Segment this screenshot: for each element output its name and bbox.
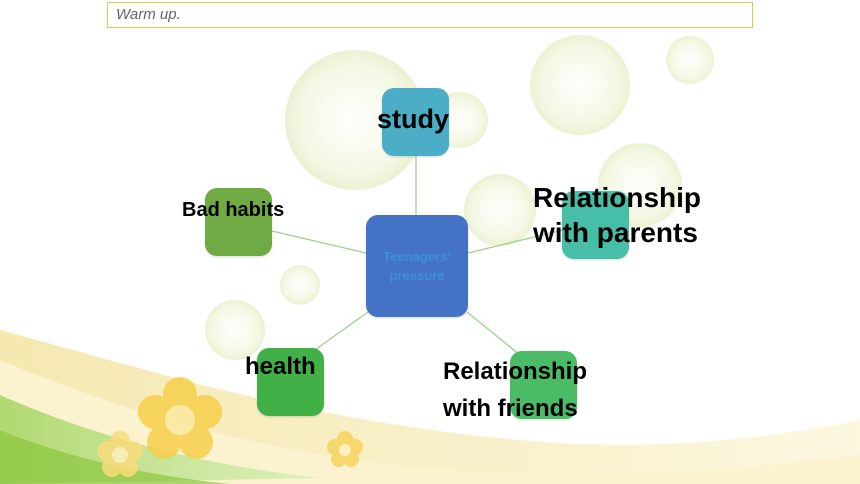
- center-label-line1: Teenagers’: [383, 249, 451, 264]
- connector-parents: [467, 229, 564, 254]
- relationship-parents-node: [562, 191, 629, 259]
- bad-habits-label: Bad habits: [182, 199, 285, 221]
- center-node: Teenagers’ pressure: [366, 215, 468, 317]
- health-label: health: [245, 353, 316, 380]
- study-node: [382, 88, 449, 156]
- relationship-friends-line1: Relationship: [443, 358, 588, 385]
- center-label-line2: pressure: [389, 268, 445, 283]
- relationship-friends-line2: with friends: [443, 395, 578, 422]
- bad-habits-node: [205, 188, 272, 256]
- relationship-parents-line1: Relationship: [533, 182, 702, 213]
- header-title: Warm up.: [116, 6, 181, 23]
- center-node-label: Teenagers’ pressure: [366, 247, 468, 285]
- header-bar: Warm up.: [107, 2, 753, 28]
- study-label: study: [377, 104, 450, 134]
- connector-health: [311, 311, 369, 353]
- health-node: [257, 348, 324, 416]
- connector-friends: [466, 311, 521, 356]
- connector-bad-habits: [271, 230, 367, 254]
- relationship-friends-label: Relationship with friends: [443, 353, 587, 427]
- relationship-friends-node: [510, 351, 577, 419]
- relationship-parents-line2: with parents: [533, 217, 698, 248]
- relationship-parents-label: Relationship with parents: [533, 180, 701, 250]
